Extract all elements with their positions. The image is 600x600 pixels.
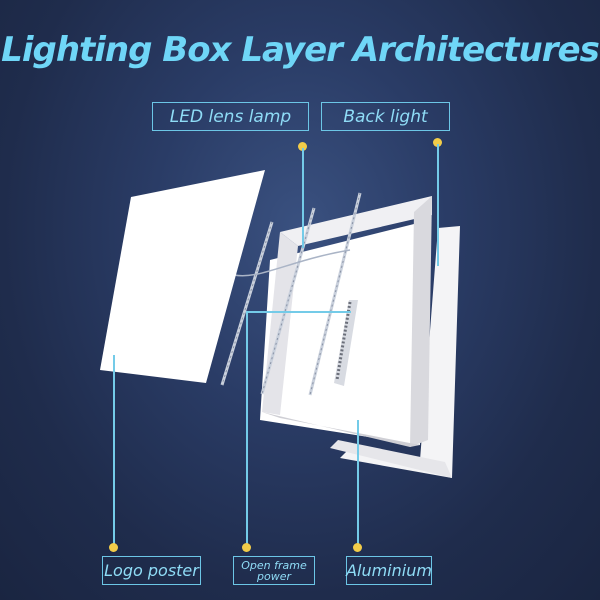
label-text: Back light [343, 106, 428, 127]
connector-dot [242, 543, 251, 552]
logo-poster-panel [100, 170, 265, 383]
label-open-frame-power: Open frame power [233, 556, 315, 585]
connector-line [437, 144, 439, 266]
connector-line [357, 420, 359, 545]
connector-dot [353, 543, 362, 552]
connector-line [302, 148, 304, 248]
label-back-light: Back light [321, 102, 450, 131]
label-text-line1: Open frame [241, 558, 307, 572]
label-led-lens-lamp: LED lens lamp [152, 102, 309, 131]
connector-dot [298, 142, 307, 151]
label-text-line2: power [257, 569, 291, 583]
label-aluminium: Aluminium [346, 556, 432, 585]
connector-line [246, 311, 351, 313]
power-supply [334, 300, 358, 386]
connector-dot [109, 543, 118, 552]
connector-dot [433, 138, 442, 147]
label-text: LED lens lamp [169, 106, 292, 127]
label-logo-poster: Logo poster [102, 556, 201, 585]
page-title: Lighting Box Layer Architectures [1, 30, 600, 70]
back-light-panel [340, 226, 460, 478]
label-text: Logo poster [104, 561, 199, 580]
connector-line [113, 355, 115, 545]
label-text: Aluminium [346, 561, 432, 580]
connector-line [246, 311, 248, 545]
